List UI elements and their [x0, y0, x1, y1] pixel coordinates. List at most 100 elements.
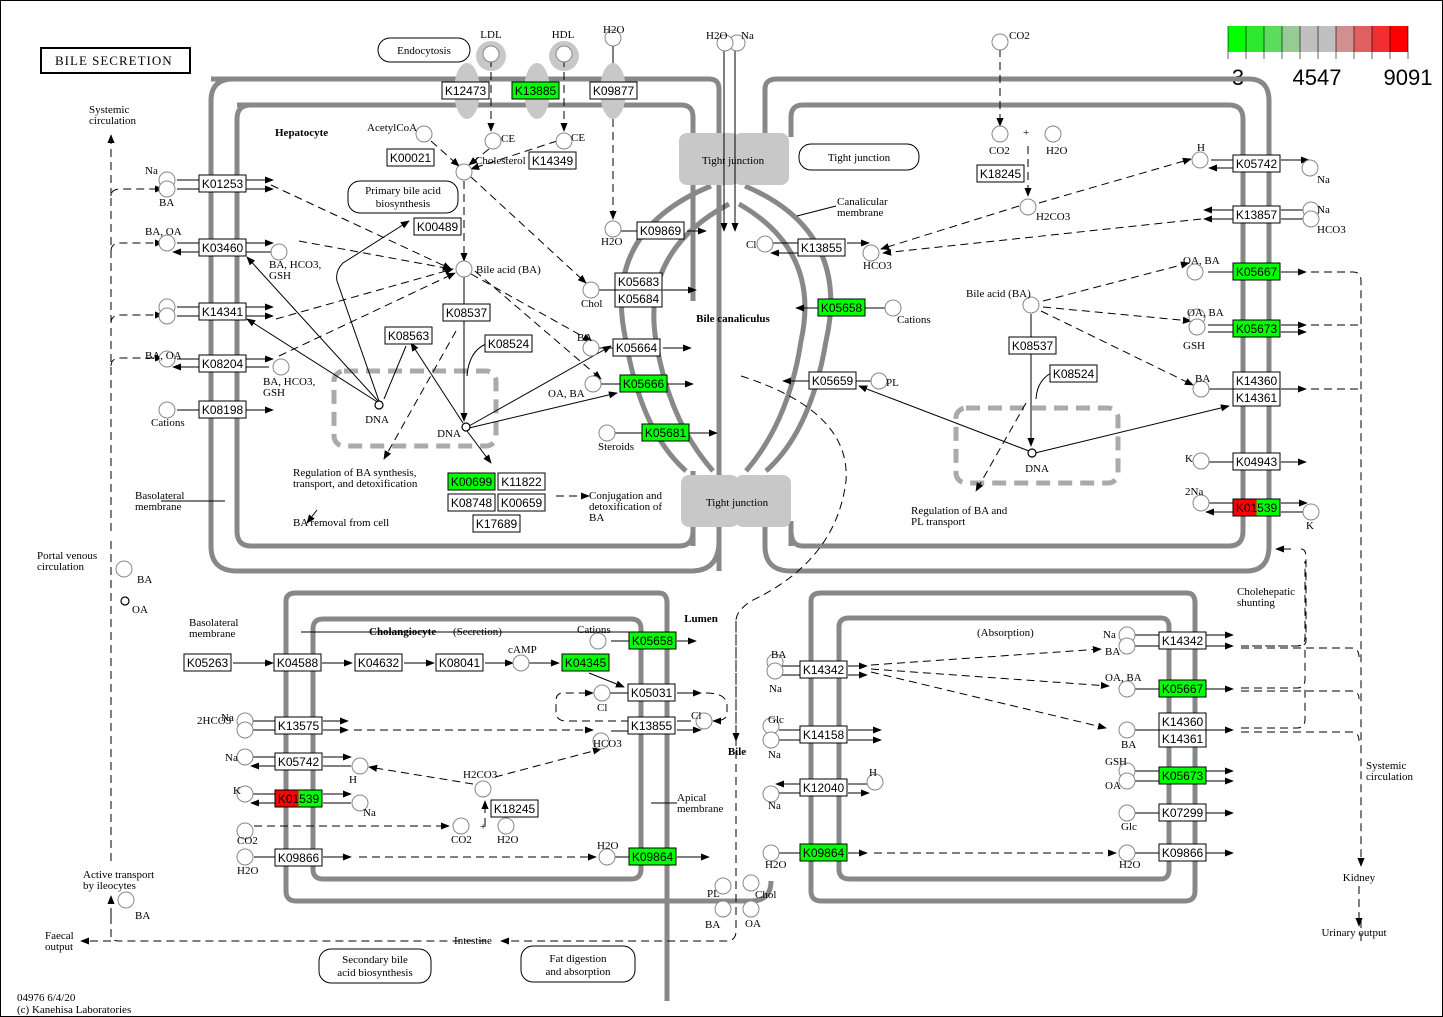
- compound-node[interactable]: [415, 125, 433, 143]
- compound-node[interactable]: [455, 260, 473, 278]
- gene-box-k09877[interactable]: K09877: [589, 81, 638, 100]
- compound-node[interactable]: [1186, 263, 1204, 281]
- compound-node[interactable]: [474, 780, 492, 798]
- gene-box-k14341[interactable]: K14341: [198, 302, 247, 321]
- compound-node[interactable]: [593, 684, 611, 702]
- map-tight-junction[interactable]: [798, 143, 920, 171]
- gene-box-k05667[interactable]: K05667: [1158, 679, 1207, 698]
- compound-node[interactable]: [1022, 296, 1040, 314]
- compound-node[interactable]: [1302, 210, 1320, 228]
- gene-box-k05684[interactable]: K05684: [614, 289, 663, 308]
- gene-box-k05666[interactable]: K05666: [619, 374, 668, 393]
- compound-node[interactable]: [766, 662, 784, 680]
- compound-node[interactable]: [158, 350, 176, 368]
- compound-node[interactable]: [862, 244, 880, 262]
- gene-box-k09866[interactable]: K09866: [274, 848, 323, 867]
- gene-box-k08748[interactable]: K08748: [447, 493, 496, 512]
- gene-box-k05667[interactable]: K05667: [1232, 262, 1281, 281]
- gene-box-k08041[interactable]: K08041: [435, 653, 484, 672]
- compound-node[interactable]: [604, 220, 622, 238]
- compound-node[interactable]: [555, 132, 573, 150]
- compound-node[interactable]: [716, 34, 734, 52]
- compound-node[interactable]: [604, 29, 622, 47]
- compound-node[interactable]: [584, 375, 602, 393]
- map-fat-digestion[interactable]: [520, 945, 636, 983]
- compound-node[interactable]: [1191, 151, 1209, 169]
- gene-box-k09869[interactable]: K09869: [636, 221, 685, 240]
- gene-box-k05659[interactable]: K05659: [808, 371, 857, 390]
- compound-node[interactable]: [351, 757, 369, 775]
- gene-box-k00699[interactable]: K00699: [447, 472, 496, 491]
- compound-node[interactable]: [598, 848, 616, 866]
- gene-box-k14158[interactable]: K14158: [799, 725, 848, 744]
- gene-box-k14361[interactable]: K14361: [1232, 388, 1281, 407]
- gene-box-k08537[interactable]: K08537: [1008, 336, 1057, 355]
- compound-node[interactable]: [714, 877, 732, 895]
- compound-node[interactable]: [1302, 503, 1320, 521]
- compound-node[interactable]: [991, 125, 1009, 143]
- compound-node[interactable]: [351, 794, 369, 812]
- gene-box-k12473[interactable]: K12473: [441, 81, 490, 100]
- gene-box-k09864[interactable]: K09864: [628, 847, 677, 866]
- compound-node[interactable]: [158, 307, 176, 325]
- compound-node[interactable]: [115, 560, 133, 578]
- gene-box-k18245[interactable]: K18245: [976, 164, 1025, 183]
- compound-node[interactable]: [1118, 721, 1136, 739]
- compound-node[interactable]: [1118, 637, 1136, 655]
- gene-box-k18245[interactable]: K18245: [490, 799, 539, 818]
- gene-box-k14360[interactable]: K14360: [1158, 712, 1207, 731]
- compound-node[interactable]: [1118, 680, 1136, 698]
- compound-node[interactable]: [1118, 772, 1136, 790]
- gene-box-k07299[interactable]: K07299: [1158, 803, 1207, 822]
- gene-box-k14342[interactable]: K14342: [1158, 631, 1207, 650]
- compound-node[interactable]: [1188, 318, 1206, 336]
- gene-box-k05673[interactable]: K05673: [1158, 766, 1207, 785]
- compound-node[interactable]: [714, 900, 732, 918]
- gene-box-k05263[interactable]: K05263: [183, 653, 232, 672]
- gene-box-k05031[interactable]: K05031: [627, 683, 676, 702]
- gene-box-k04588[interactable]: K04588: [273, 653, 322, 672]
- compound-node[interactable]: [762, 785, 780, 803]
- compound-node[interactable]: [236, 848, 254, 866]
- compound-node[interactable]: [598, 424, 616, 442]
- map-secondary-bile-acid[interactable]: [318, 948, 432, 984]
- gene-box-k17689[interactable]: K17689: [472, 514, 521, 533]
- compound-node[interactable]: [512, 654, 530, 672]
- gene-box-k12040[interactable]: K12040: [799, 778, 848, 797]
- gene-box-k14342[interactable]: K14342: [799, 660, 848, 679]
- gene-box-k13855[interactable]: K13855: [797, 238, 846, 257]
- gene-box-k01539[interactable]: K01539: [274, 789, 323, 808]
- gene-box-k04943[interactable]: K04943: [1232, 452, 1281, 471]
- compound-node[interactable]: [236, 822, 254, 840]
- gene-box-k08524[interactable]: K08524: [1049, 364, 1098, 383]
- gene-box-k13855[interactable]: K13855: [627, 716, 676, 735]
- gene-box-k00659[interactable]: K00659: [497, 493, 546, 512]
- gene-box-k08537[interactable]: K08537: [442, 303, 491, 322]
- compound-node[interactable]: [870, 372, 888, 390]
- gene-box-k14361[interactable]: K14361: [1158, 729, 1207, 748]
- gene-box-k01539[interactable]: K01539: [1232, 498, 1281, 517]
- gene-box-k14349[interactable]: K14349: [528, 151, 577, 170]
- gene-box-k08204[interactable]: K08204: [198, 354, 247, 373]
- gene-box-k09864[interactable]: K09864: [799, 843, 848, 862]
- gene-box-k00021[interactable]: K00021: [386, 148, 435, 167]
- gene-box-k05683[interactable]: K05683: [614, 272, 663, 291]
- compound-node[interactable]: [762, 731, 780, 749]
- gene-box-k09866[interactable]: K09866: [1158, 843, 1207, 862]
- gene-box-k08524[interactable]: K08524: [484, 334, 533, 353]
- gene-box-k05673[interactable]: K05673: [1232, 319, 1281, 338]
- gene-box-k05658[interactable]: K05658: [628, 631, 677, 650]
- gene-box-k01253[interactable]: K01253: [198, 174, 247, 193]
- gene-box-k05742[interactable]: K05742: [274, 752, 323, 771]
- compound-node[interactable]: [1118, 844, 1136, 862]
- compound-node[interactable]: [742, 900, 760, 918]
- gene-box-k08563[interactable]: K08563: [384, 326, 433, 345]
- compound-node[interactable]: [497, 817, 515, 835]
- compound-node[interactable]: [158, 180, 176, 198]
- compound-node[interactable]: [592, 732, 610, 750]
- compound-node[interactable]: [236, 748, 254, 766]
- gene-box-k05681[interactable]: K05681: [641, 423, 690, 442]
- compound-node[interactable]: [589, 632, 607, 650]
- compound-node[interactable]: [270, 243, 288, 261]
- compound-node[interactable]: [742, 874, 760, 892]
